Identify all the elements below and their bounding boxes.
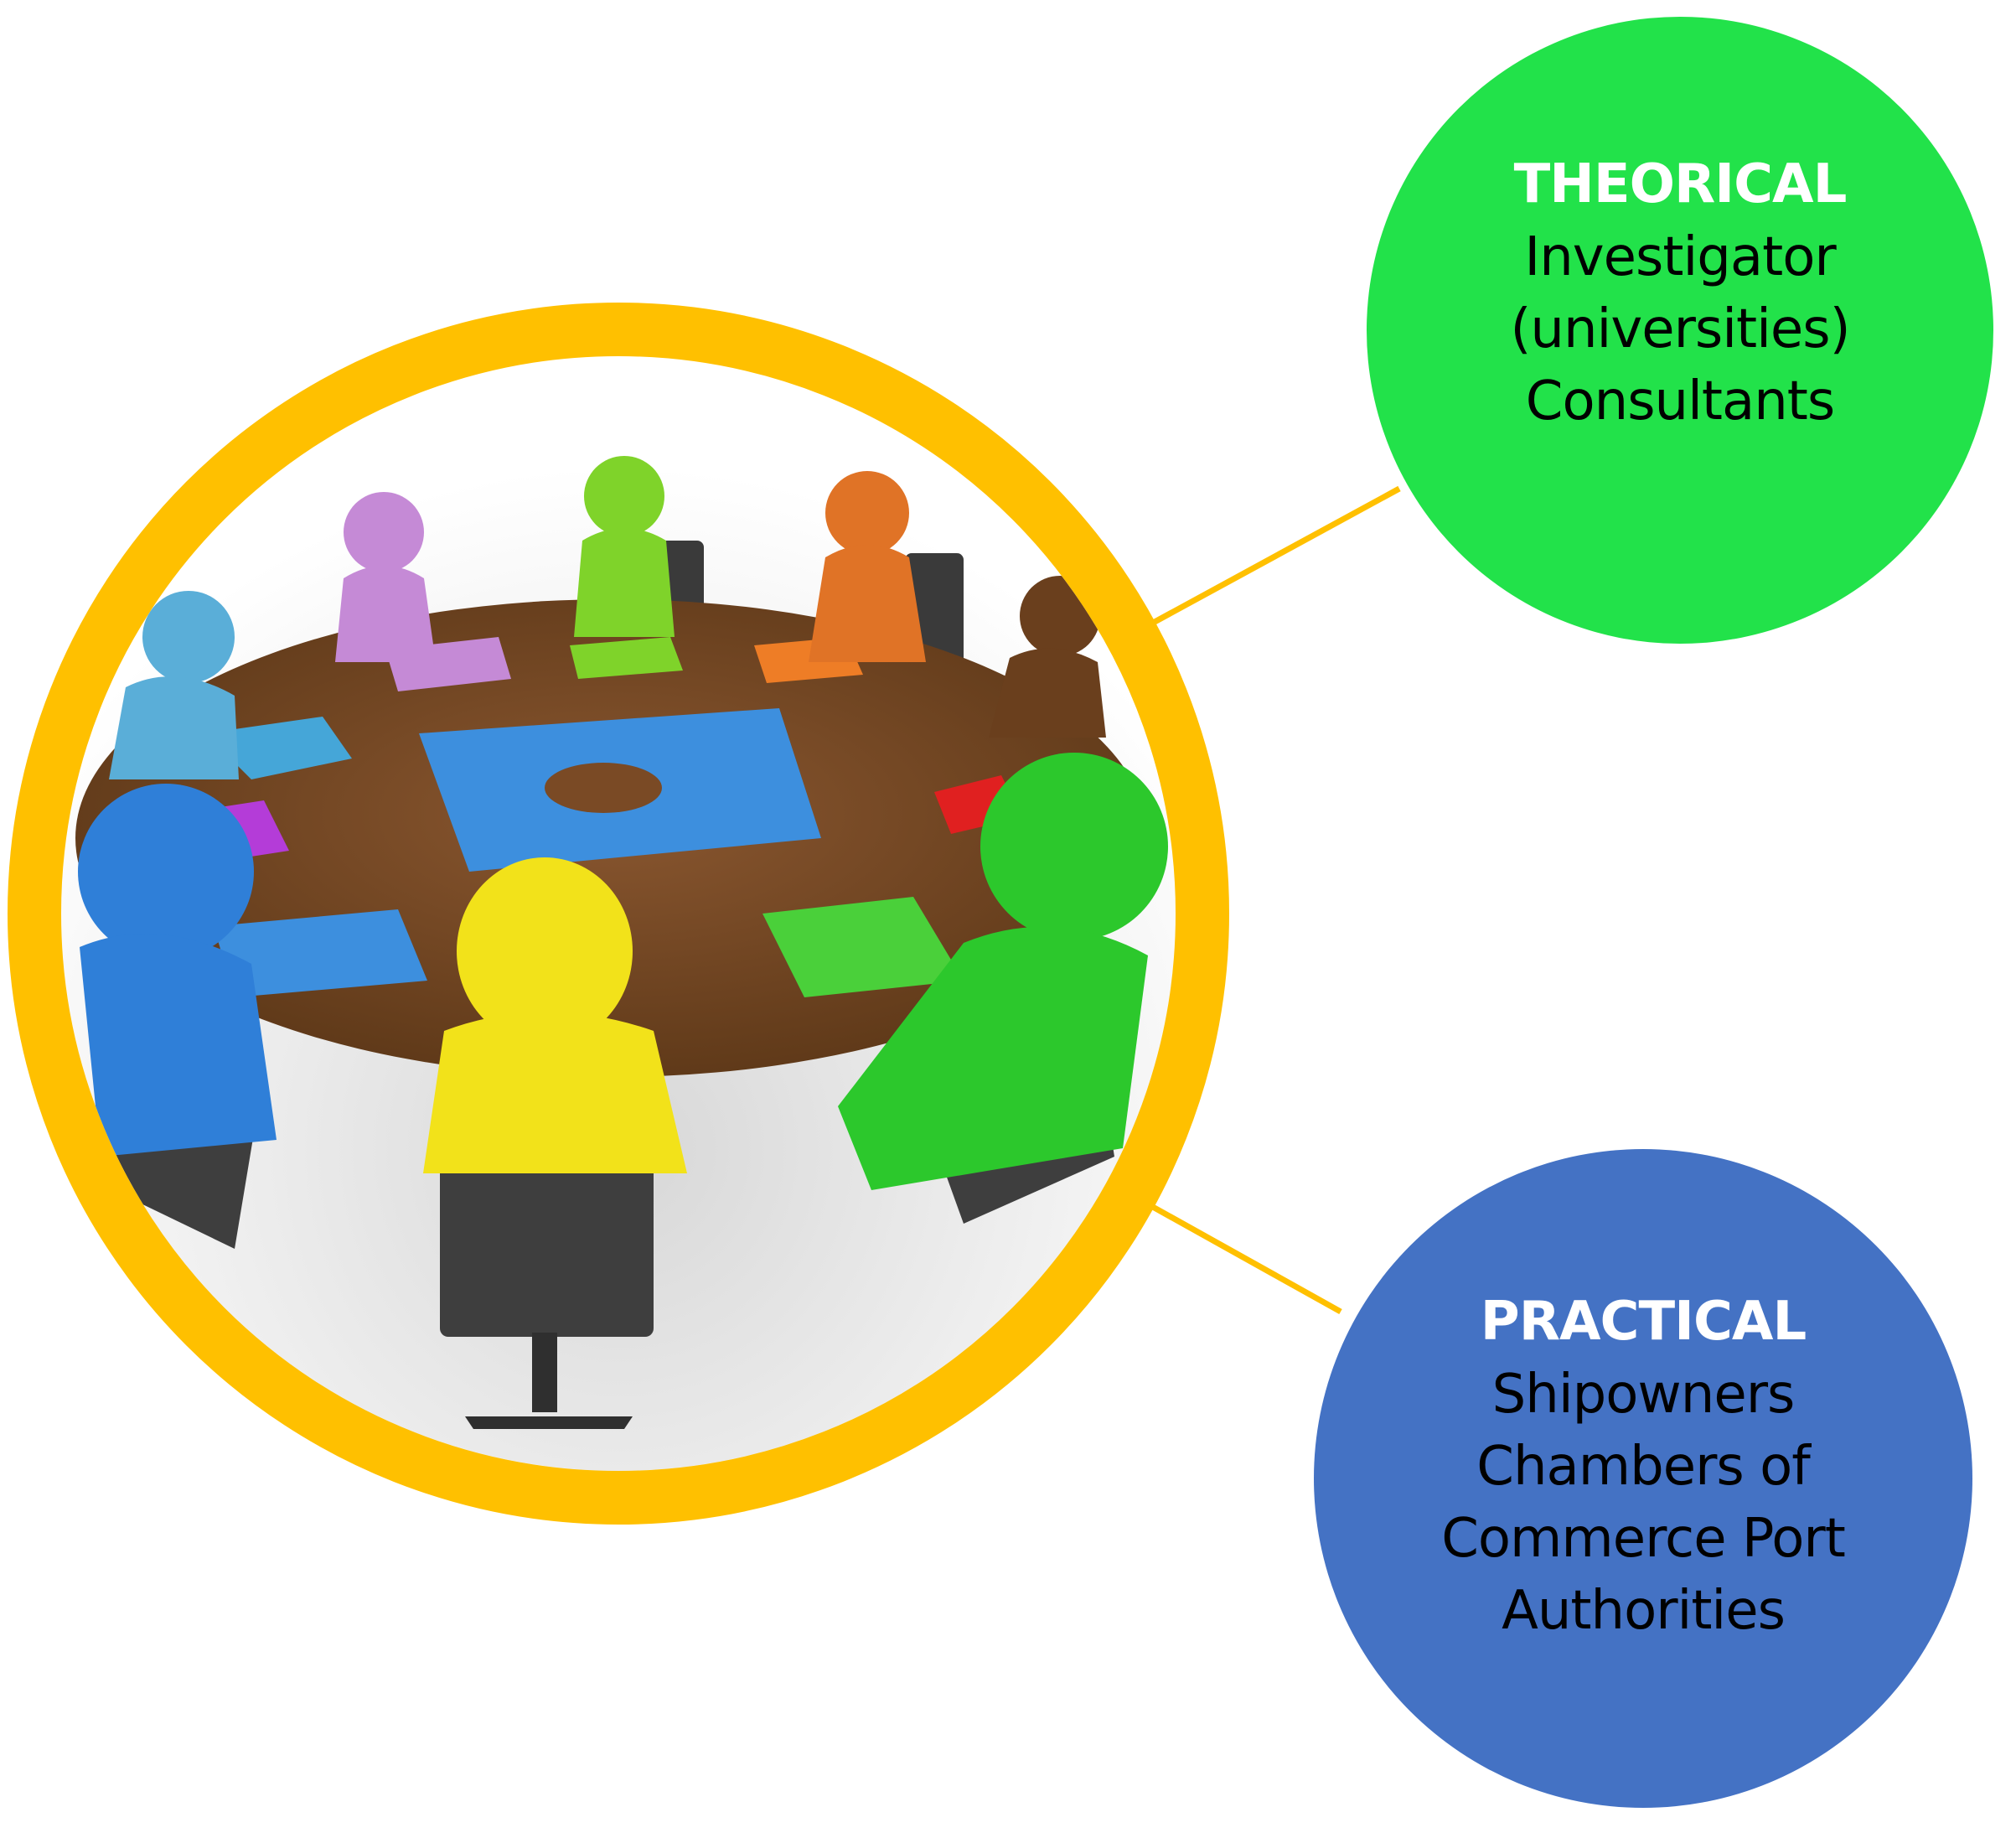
practical-circle [1314, 1149, 1972, 1808]
theorical-line: Investigator [1524, 226, 1836, 288]
practical-line: Commerce Port [1441, 1508, 1846, 1570]
practical-heading: PRACTICAL [1480, 1291, 1807, 1353]
theorical-line: (universities) [1510, 298, 1850, 360]
theorical-circle [1367, 17, 1993, 644]
practical-line: Chambers of [1476, 1436, 1810, 1498]
practical-line: Shipowners [1491, 1364, 1796, 1426]
connector-theorical [1125, 485, 1401, 640]
theorical-node: THEORICAL Investigator (universities) Co… [1367, 15, 1993, 645]
central-ring [8, 303, 1229, 1525]
meeting-illustration-icon [61, 356, 1176, 1471]
theorical-line: Consultants [1525, 370, 1835, 432]
practical-line: Authorities [1502, 1580, 1786, 1642]
connector-practical [1121, 1187, 1342, 1315]
theorical-heading: THEORICAL [1513, 153, 1848, 215]
practical-node: PRACTICAL Shipowners Chambers of Commerc… [1312, 1149, 1974, 1808]
